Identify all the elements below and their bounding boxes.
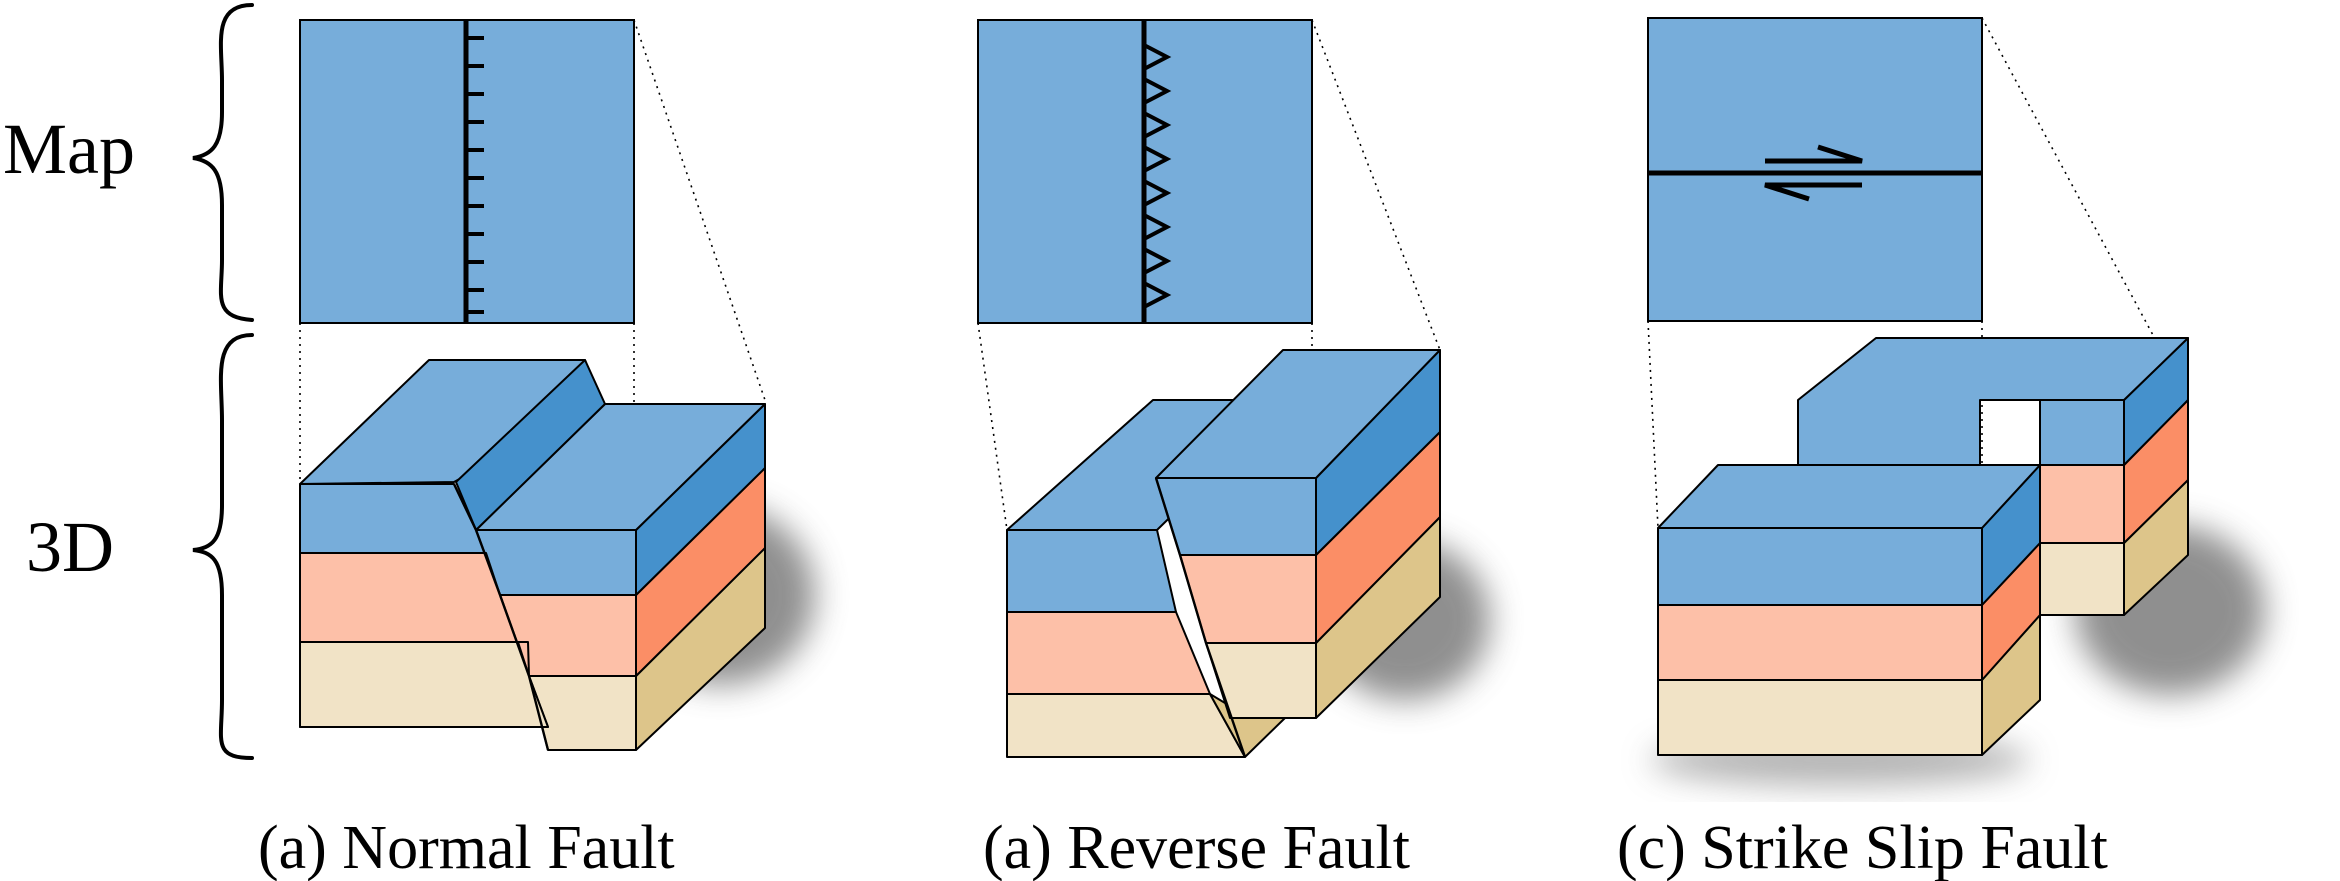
normal-fault-block xyxy=(299,359,815,751)
fault-line-with-ticks-icon xyxy=(463,20,484,323)
normal-fault-caption: (a) Normal Fault xyxy=(258,814,675,881)
normal-fault-panel: (a) Normal Fault xyxy=(258,19,815,881)
map-brace xyxy=(192,3,254,322)
strike-slip-fault-map xyxy=(1647,17,1983,322)
fault-line-with-triangles-icon xyxy=(1141,20,1172,323)
3d-row-label: 3D xyxy=(26,507,114,587)
strike-slip-fault-block xyxy=(1650,337,2265,786)
strike-slip-fault-panel: (c) Strike Slip Fault xyxy=(1617,17,2265,881)
reverse-fault-caption: (a) Reverse Fault xyxy=(983,814,1410,881)
reverse-fault-block xyxy=(1006,349,1490,758)
map-row-label: Map xyxy=(3,109,135,189)
3d-brace xyxy=(192,333,254,760)
strike-slip-fault-caption: (c) Strike Slip Fault xyxy=(1617,814,2108,881)
half-arrows-icon xyxy=(1648,144,1982,202)
reverse-fault-panel: (a) Reverse Fault xyxy=(977,19,1490,881)
